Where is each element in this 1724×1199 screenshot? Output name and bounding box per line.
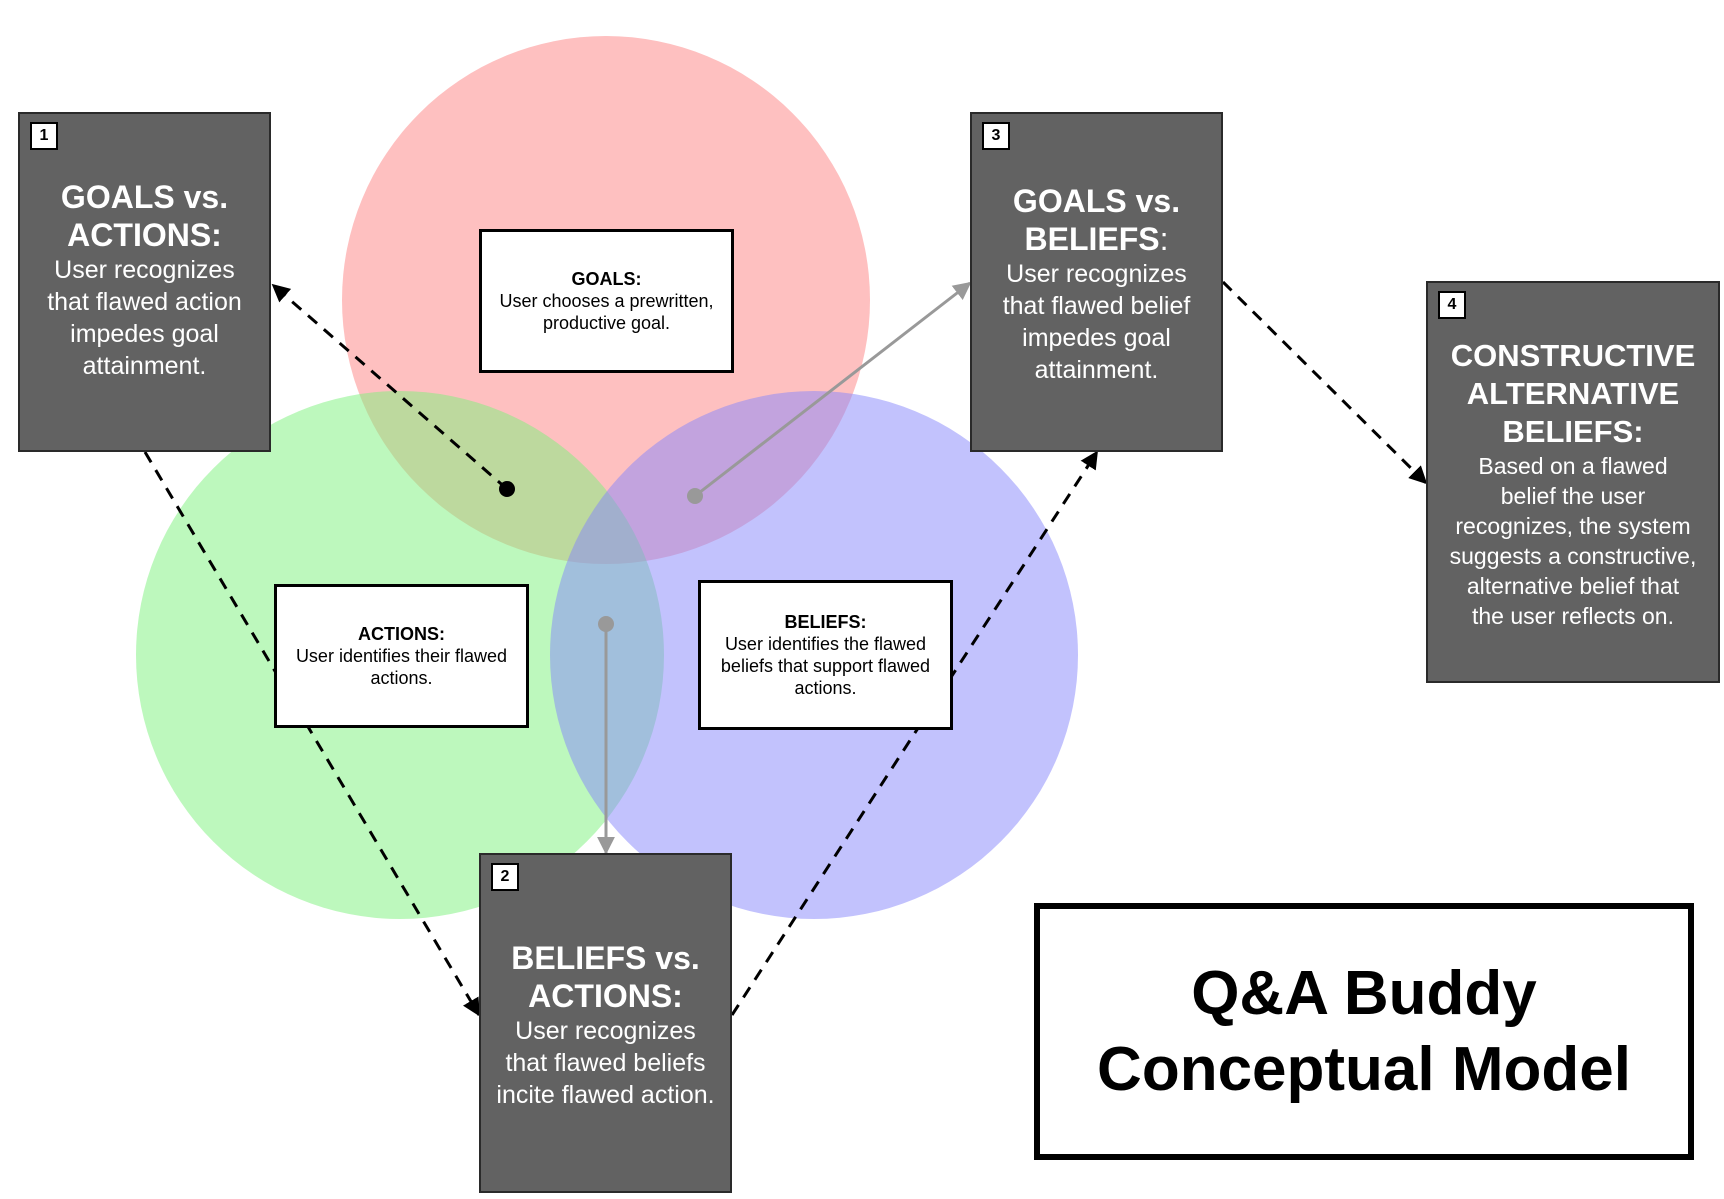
arrow-goals-beliefs-overlap-to-step3: [694, 281, 972, 498]
step-desc-line: suggests a constructive,: [1449, 543, 1697, 569]
arrow-step2-to-step3: [730, 450, 1099, 1016]
arrow-step3-to-step4: [1221, 280, 1428, 485]
step-title-line: ACTIONS:: [528, 978, 683, 1014]
step-3-goals-vs-beliefs: 3 GOALS vs. BELIEFS: User recognizes tha…: [970, 112, 1223, 452]
step-2-beliefs-vs-actions: 2 BELIEFS vs. ACTIONS: User recognizes t…: [479, 853, 732, 1193]
beliefs-label: BELIEFS: User identifies the flawed beli…: [698, 580, 953, 730]
beliefs-actions-overlap-dot: [598, 616, 614, 632]
step-number-badge: 2: [491, 863, 519, 891]
diagram-title-line: Q&A Buddy: [1191, 958, 1537, 1028]
step-title-line: CONSTRUCTIVE: [1450, 338, 1696, 373]
step-title-line: ACTIONS:: [67, 217, 222, 253]
step-4-constructive-alternative-beliefs: 4 CONSTRUCTIVE ALTERNATIVE BELIEFS: Base…: [1426, 281, 1720, 683]
arrow-step1-to-step2: [143, 451, 481, 1017]
diagram-title-box: Q&A Buddy Conceptual Model: [1034, 903, 1694, 1160]
step-number-badge: 1: [30, 122, 58, 150]
step-desc-line: User recognizes: [515, 1017, 696, 1045]
step-desc-line: attainment.: [82, 352, 207, 380]
step-title-line: BELIEFS:: [1502, 414, 1644, 449]
step-desc-line: User recognizes: [1006, 260, 1187, 288]
arrow-goals-actions-overlap-to-step1: [271, 283, 508, 491]
goals-label-line: productive goal.: [542, 313, 671, 333]
step-desc-line: belief the user: [1500, 483, 1646, 509]
step-desc-line: incite flawed action.: [496, 1081, 715, 1109]
goals-actions-overlap-dot: [499, 481, 515, 497]
beliefs-label-line: actions.: [794, 678, 857, 698]
step-title-line: GOALS vs.: [60, 179, 229, 215]
actions-label-title: ACTIONS:: [358, 624, 445, 644]
goals-beliefs-overlap-dot: [687, 488, 703, 504]
step-title-line: ALTERNATIVE: [1466, 376, 1680, 411]
step-desc-line: impedes goal: [70, 320, 219, 348]
step-title-line: BELIEFS:: [980, 220, 1213, 258]
diagram-title-line: Conceptual Model: [1097, 1034, 1631, 1104]
step-desc-line: User recognizes: [54, 256, 235, 284]
connector-lines: [143, 280, 1428, 1017]
beliefs-label-line: beliefs that support flawed: [720, 656, 931, 676]
goals-label-line: User chooses a prewritten,: [499, 291, 714, 311]
step-title-line: BELIEFS vs.: [511, 940, 700, 976]
step-1-goals-vs-actions: 1 GOALS vs. ACTIONS: User recognizes tha…: [18, 112, 271, 452]
step-title-colon: :: [1159, 221, 1169, 257]
step-title-text: BELIEFS: [1024, 221, 1160, 257]
actions-label-line: actions.: [370, 668, 433, 688]
step-desc-line: alternative belief that: [1466, 573, 1680, 599]
step-desc-line: recognizes, the system: [1455, 513, 1691, 539]
goals-label-title: GOALS:: [571, 269, 642, 289]
actions-label: ACTIONS: User identifies their flawed ac…: [274, 584, 529, 728]
step-desc-line: the user reflects on.: [1472, 603, 1674, 629]
step-desc-line: attainment.: [1034, 356, 1159, 384]
step-desc-line: impedes goal: [1022, 324, 1171, 352]
beliefs-label-line: User identifies the flawed: [724, 634, 927, 654]
actions-label-line: User identifies their flawed: [295, 646, 508, 666]
beliefs-label-title: BELIEFS:: [784, 612, 867, 632]
step-desc-line: that flawed belief: [1002, 292, 1191, 320]
step-title-line: GOALS vs.: [1012, 183, 1181, 219]
step-desc-line: that flawed beliefs: [505, 1049, 706, 1077]
step-number-badge: 4: [1438, 291, 1466, 319]
goals-label: GOALS: User chooses a prewritten, produc…: [479, 229, 734, 373]
step-desc-line: Based on a flawed: [1478, 453, 1668, 479]
step-desc-line: that flawed action: [47, 288, 242, 316]
step-number-badge: 3: [982, 122, 1010, 150]
